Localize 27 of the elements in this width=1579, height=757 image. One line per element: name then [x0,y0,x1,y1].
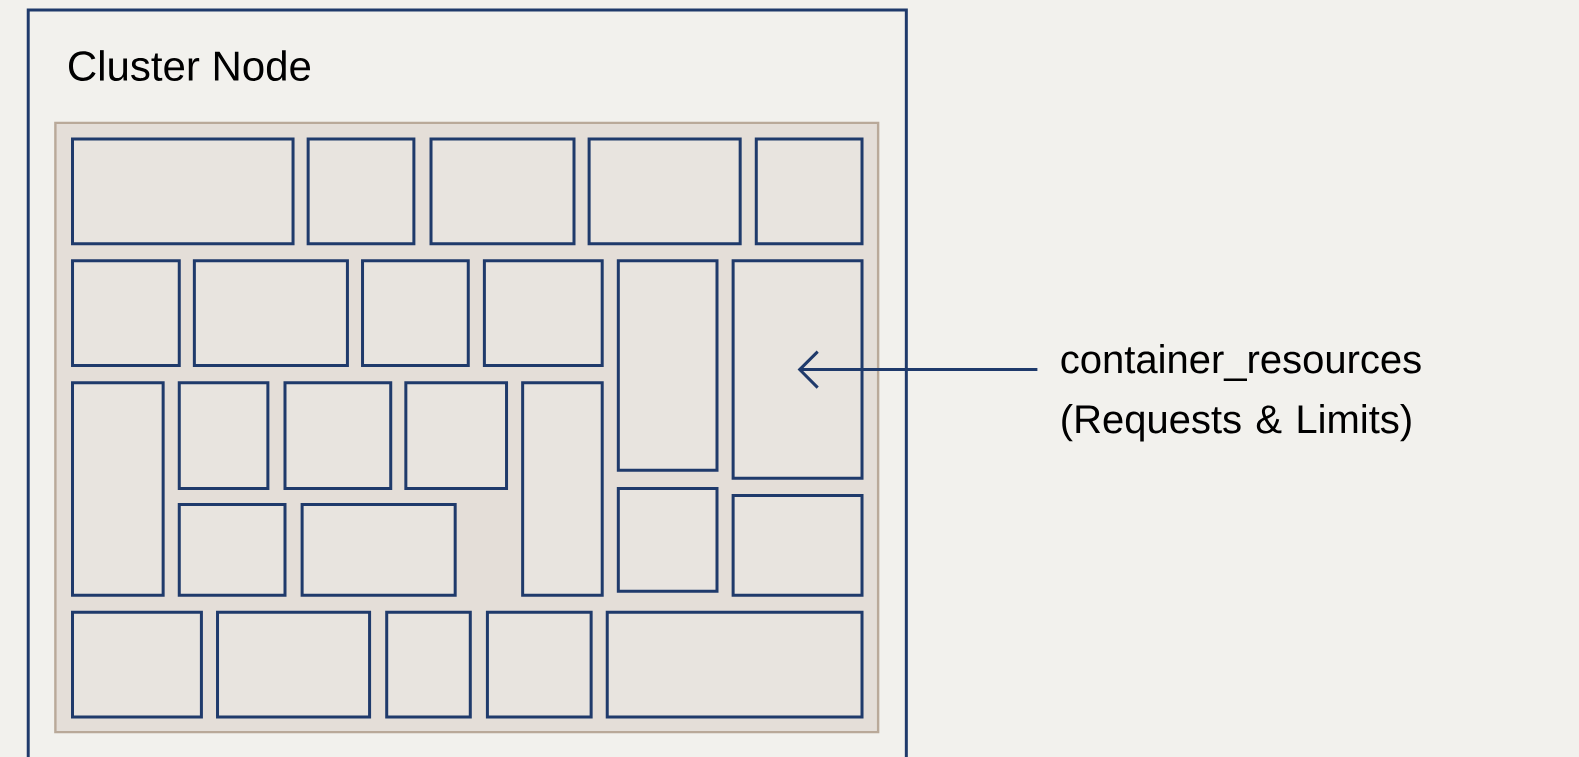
container-box [731,493,864,597]
container-box [616,259,719,472]
container-box [71,610,203,719]
container-box [71,137,295,246]
container-box [482,259,604,368]
container-box [192,259,349,368]
container-box [616,486,719,593]
container-box [485,610,593,719]
container-box [754,137,864,246]
container-box [177,381,270,490]
container-box [385,610,472,719]
container-box [429,137,576,246]
arrow [797,350,1038,389]
container-box [71,381,165,597]
container-box [361,259,470,368]
container-box [404,381,509,490]
container-box [731,259,864,480]
container-box [71,259,181,368]
container-box [605,610,864,719]
container-box [177,503,287,597]
container-box [216,610,372,719]
container-box [521,381,604,597]
callout-text: container_resources (Requests & Limits) [1061,344,1421,442]
container-box [300,503,457,597]
container-box [283,381,393,490]
container-box [306,137,416,246]
container-box [587,137,742,246]
